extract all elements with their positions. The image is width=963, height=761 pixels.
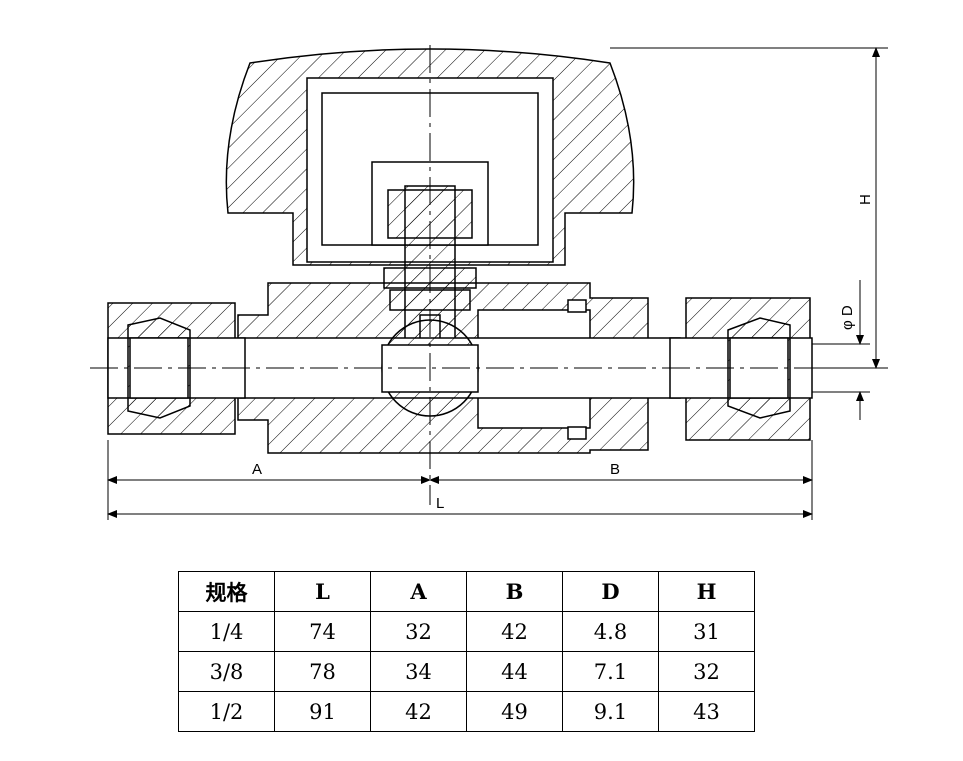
table-cell: 49 [466, 691, 563, 732]
table-cell: 3/8 [178, 651, 275, 692]
table-header-cell: 规格 [178, 571, 275, 612]
table-cell: 1/2 [178, 691, 275, 732]
table-row: 1/4 74 32 42 4.8 31 [178, 611, 755, 652]
center-lines [90, 45, 880, 505]
table-cell: 4.8 [562, 611, 659, 652]
dim-label-h: H [857, 194, 874, 205]
dim-label-a: A [252, 461, 262, 478]
spec-table: 规格 L A B D H 1/4 74 32 42 4.8 31 3/8 78 … [178, 571, 755, 732]
table-row: 3/8 78 34 44 7.1 32 [178, 651, 755, 692]
table-header-cell: L [274, 571, 371, 612]
table-row: 1/2 91 42 49 9.1 43 [178, 691, 755, 732]
dim-label-b: B [610, 461, 620, 478]
table-header-cell: D [562, 571, 659, 612]
table-cell: 43 [658, 691, 755, 732]
dimension-lines [107, 47, 888, 520]
table-cell: 34 [370, 651, 467, 692]
table-cell: 78 [274, 651, 371, 692]
table-cell: 32 [370, 611, 467, 652]
table-cell: 9.1 [562, 691, 659, 732]
table-cell: 42 [370, 691, 467, 732]
dim-label-l: L [436, 495, 444, 512]
table-header-row: 规格 L A B D H [178, 571, 755, 612]
table-cell: 32 [658, 651, 755, 692]
right-fitting [669, 297, 813, 441]
table-header-cell: H [658, 571, 755, 612]
table-cell: 31 [658, 611, 755, 652]
table-cell: 91 [274, 691, 371, 732]
table-cell: 7.1 [562, 651, 659, 692]
dim-label-d: φ D [839, 305, 856, 330]
table-cell: 42 [466, 611, 563, 652]
table-cell: 74 [274, 611, 371, 652]
valve-cross-section-drawing: A B L H φ D [90, 45, 888, 520]
table-cell: 1/4 [178, 611, 275, 652]
table-header-cell: A [370, 571, 467, 612]
table-header-cell: B [466, 571, 563, 612]
table-cell: 44 [466, 651, 563, 692]
